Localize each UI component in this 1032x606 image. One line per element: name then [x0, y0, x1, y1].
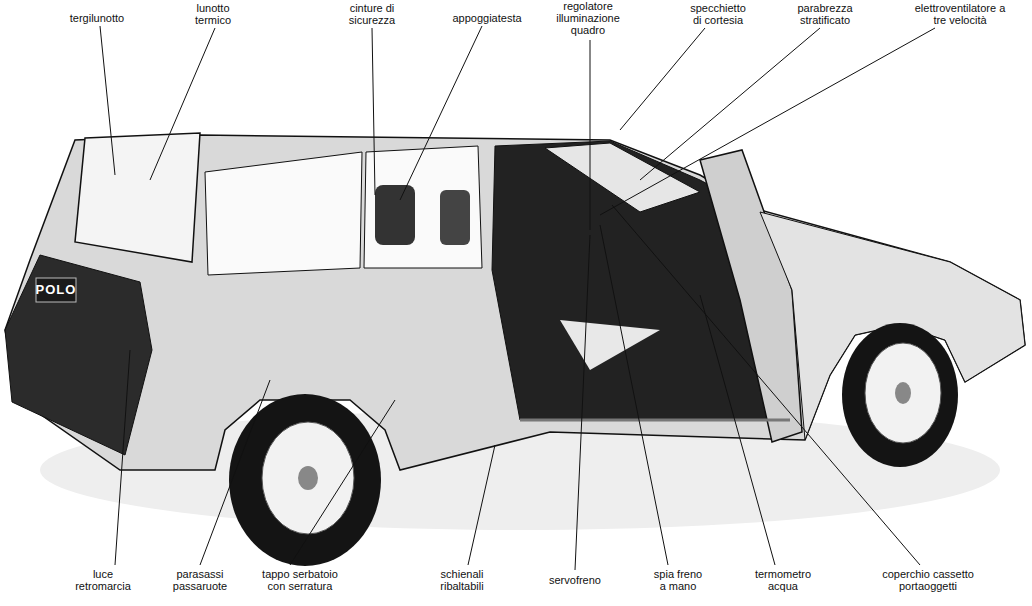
- rear-tyre: [229, 394, 381, 566]
- sill: [520, 419, 790, 422]
- leader-line: [290, 400, 395, 565]
- leader-line: [620, 28, 705, 130]
- part-label: tappo serbatoio con serratura: [255, 568, 345, 592]
- leader-line: [115, 350, 130, 565]
- part-label: coperchio cassetto portaoggetti: [871, 568, 986, 592]
- leader-line: [468, 445, 495, 565]
- side-window: [364, 146, 482, 268]
- leader-line: [600, 225, 668, 565]
- windshield: [545, 143, 700, 212]
- leader-line: [600, 28, 935, 215]
- leader-line: [575, 235, 590, 570]
- leader-line: [700, 295, 775, 565]
- leader-line: [400, 26, 482, 200]
- part-label: tergilunotto: [57, 12, 137, 24]
- hub-cap: [895, 382, 911, 404]
- leader-line: [100, 26, 115, 175]
- leader-line: [640, 28, 820, 180]
- headrest: [440, 190, 470, 245]
- headrest: [375, 185, 415, 245]
- hub-cap: [298, 466, 318, 490]
- leader-line: [590, 40, 591, 230]
- part-label: cinture di sicurezza: [342, 2, 402, 26]
- part-label: appoggiatesta: [442, 12, 532, 24]
- part-label: servofreno: [535, 574, 615, 586]
- open-door: [700, 150, 802, 442]
- leader-line: [372, 28, 375, 195]
- rear-window: [75, 133, 200, 262]
- part-label: elettroventilatore a tre velocità: [913, 2, 1008, 26]
- leader-line: [150, 28, 215, 180]
- front-wheel-hub: [865, 343, 941, 443]
- part-label: parabrezza stratificato: [792, 2, 858, 26]
- part-label: lunotto termico: [183, 2, 243, 26]
- leader-line: [200, 380, 270, 565]
- rear-wheel-hub: [262, 422, 354, 534]
- part-label: schienali ribaltabili: [429, 568, 495, 592]
- seat-highlight: [560, 320, 660, 370]
- front-tyre: [842, 323, 958, 467]
- leader-line: [612, 205, 920, 565]
- part-label: parasassi passaruote: [167, 568, 233, 592]
- part-label: spia freno a mano: [650, 568, 706, 592]
- part-label: termometro acqua: [752, 568, 814, 592]
- part-label: regolatore illuminazione quadro: [553, 0, 623, 36]
- leader-lines: [100, 26, 935, 570]
- part-label: specchietto di cortesia: [685, 2, 751, 26]
- part-label: luce retromarcia: [73, 568, 133, 592]
- side-window: [205, 152, 362, 275]
- plate-text: POLO: [31, 283, 81, 297]
